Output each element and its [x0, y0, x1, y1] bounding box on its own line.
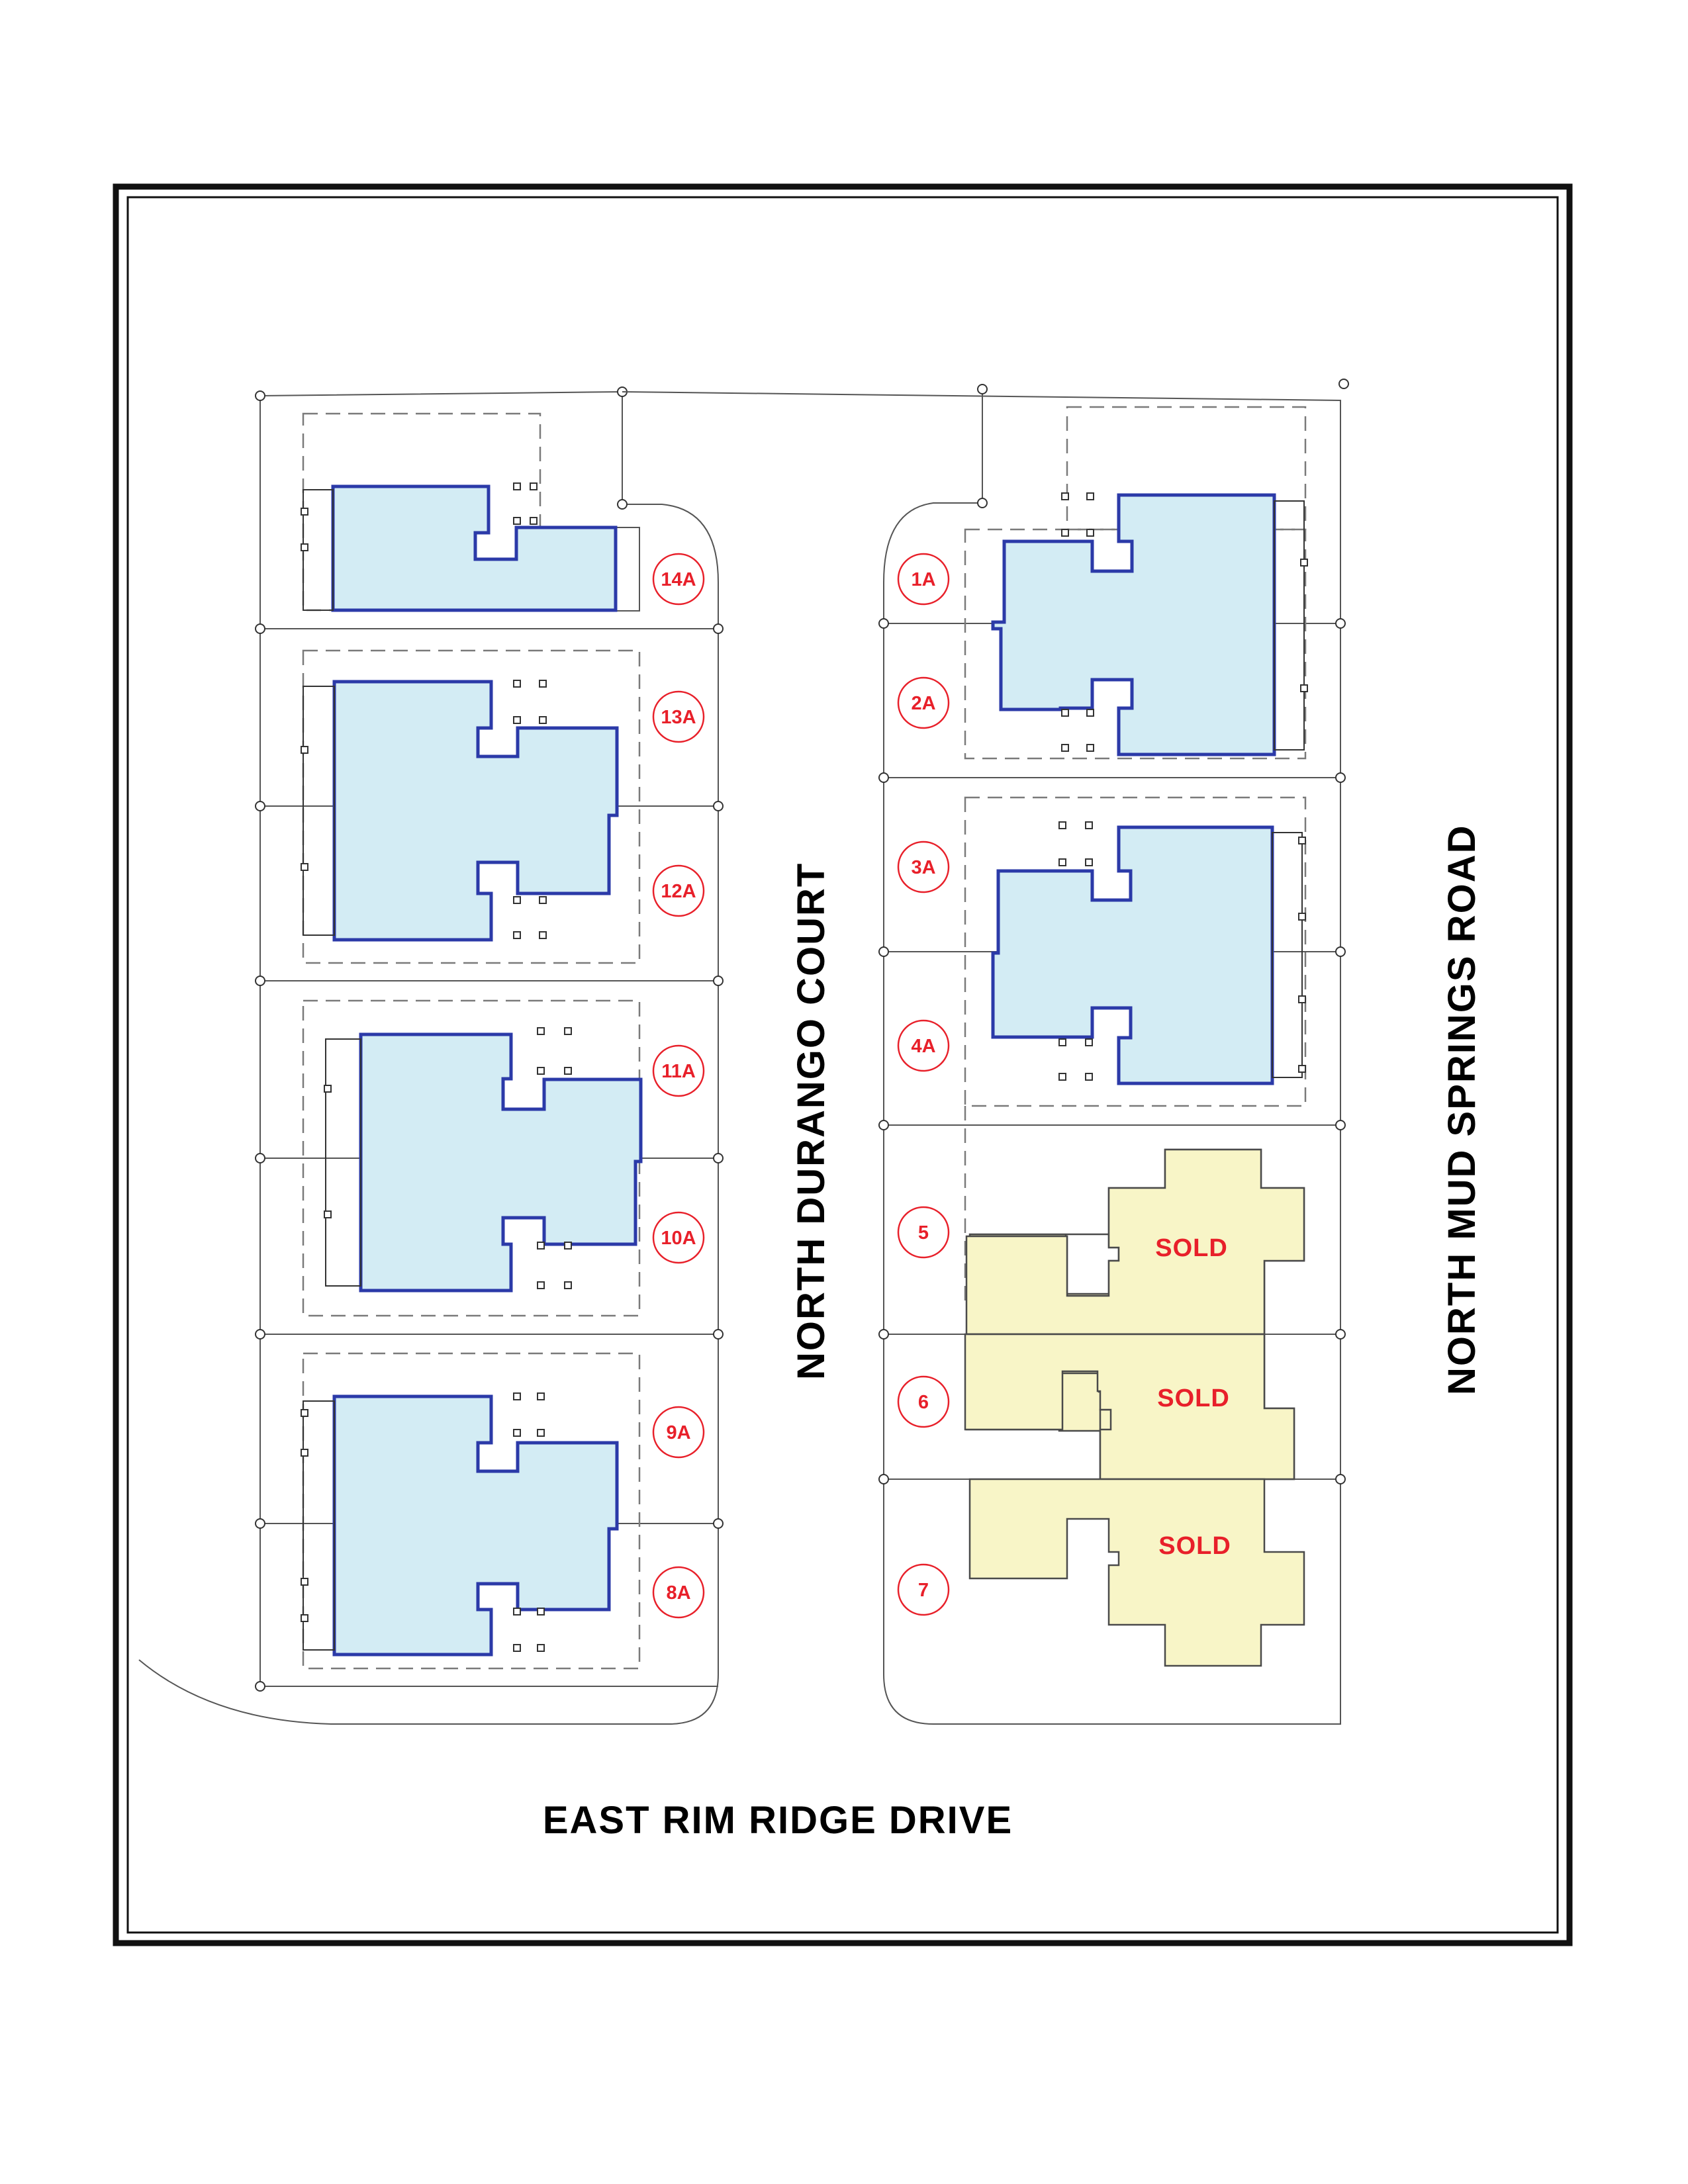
lot-label: 12A: [661, 881, 696, 902]
lot-badge-4a[interactable]: 4A: [897, 1019, 950, 1072]
lot-badge-3a[interactable]: 3A: [897, 841, 950, 893]
lot-label: 8A: [666, 1582, 690, 1604]
building-9a-8a[interactable]: [332, 1394, 619, 1657]
lot-badge-13a[interactable]: 13A: [652, 690, 705, 743]
lot-label: 5: [918, 1222, 929, 1244]
street-label-east-rim-ridge-drive: EAST RIM RIDGE DRIVE: [543, 1799, 1013, 1842]
building-5-sold-main[interactable]: [965, 1148, 1305, 1336]
right-details: [1058, 492, 1308, 1081]
lot-badge-11a[interactable]: 11A: [652, 1044, 705, 1097]
lot-badge-8a[interactable]: 8A: [652, 1566, 705, 1619]
lot-label: 1A: [911, 569, 935, 590]
lot-label: 14A: [661, 569, 696, 590]
street-label-north-durango-court: NORTH DURANGO COURT: [790, 862, 833, 1380]
lot-badge-5[interactable]: 5: [897, 1206, 950, 1259]
lot-badge-1a[interactable]: 1A: [897, 553, 950, 606]
lot-label: 3A: [911, 857, 935, 878]
sold-label-lot-5: SOLD: [1155, 1234, 1228, 1262]
building-1a-2a[interactable]: [991, 493, 1276, 756]
left-block-boundary: [138, 390, 719, 1725]
lot-badge-6[interactable]: 6: [897, 1375, 950, 1428]
lot-badge-7[interactable]: 7: [897, 1563, 950, 1616]
right-block: SOLD SOLD SOLD 1A 2A 3A: [622, 379, 1349, 1725]
lot-badge-12a[interactable]: 12A: [652, 864, 705, 917]
left-monuments: [255, 387, 724, 1692]
right-monuments: [878, 379, 1349, 1484]
lot-label: 11A: [661, 1061, 696, 1082]
lot-label: 10A: [661, 1228, 696, 1249]
street-label-north-mud-springs-road: NORTH MUD SPRINGS ROAD: [1440, 825, 1483, 1395]
lot-badge-2a[interactable]: 2A: [897, 676, 950, 729]
lot-label: 6: [918, 1392, 929, 1413]
building-7-sold[interactable]: [968, 1478, 1305, 1667]
building-6-sold-west[interactable]: [964, 1333, 1295, 1480]
lot-label: 7: [918, 1580, 929, 1601]
sold-label-lot-7: SOLD: [1158, 1532, 1231, 1560]
sold-label-lot-6: SOLD: [1157, 1385, 1230, 1412]
frame-border: [113, 183, 1573, 1946]
lot-label: 13A: [661, 707, 696, 728]
lot-label: 9A: [666, 1422, 690, 1443]
lot-label: 2A: [911, 693, 935, 714]
building-3a-4a[interactable]: [991, 825, 1274, 1085]
lot-label: 4A: [911, 1036, 935, 1057]
lot-badge-10a[interactable]: 10A: [652, 1211, 705, 1264]
left-details: [301, 482, 572, 1652]
building-14a[interactable]: [331, 484, 618, 612]
left-block: 14A 13A 12A 11A 10A 9A 8A: [138, 387, 724, 1725]
building-11a-10a[interactable]: [359, 1032, 643, 1293]
building-13a-12a[interactable]: [332, 680, 619, 942]
lot-badge-14a[interactable]: 14A: [652, 553, 705, 606]
lot-badge-9a[interactable]: 9A: [652, 1406, 705, 1459]
